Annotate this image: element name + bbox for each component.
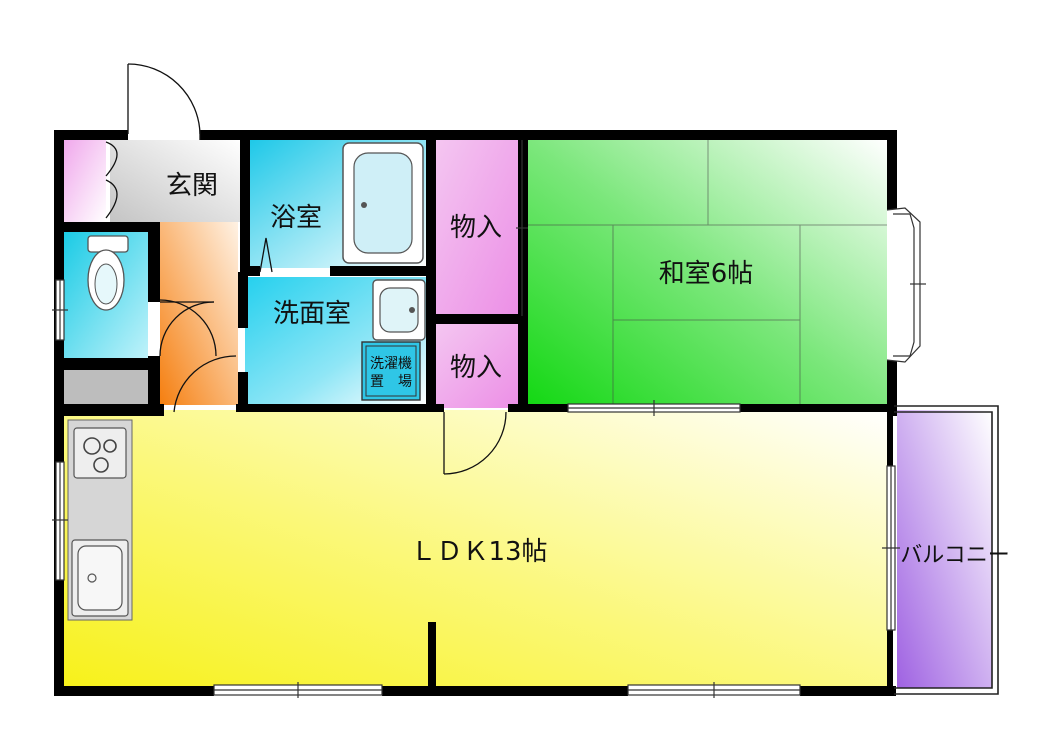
genkan-floor <box>110 140 241 222</box>
wash-basin-icon <box>372 279 426 341</box>
toilet-icon <box>87 235 129 311</box>
washroom-label: 洗面室 <box>273 299 351 329</box>
bath-label: 浴室 <box>270 203 322 233</box>
bathtub-icon <box>342 142 424 264</box>
stove-icon <box>73 427 127 479</box>
closet-top-label: 物入 <box>450 213 502 243</box>
storage-floor <box>64 370 148 408</box>
closet-top-floor <box>436 140 518 315</box>
balcony-label: バルコニー <box>900 543 1010 568</box>
washitsu-label: 和室6帖 <box>659 259 754 289</box>
hall-floor <box>160 222 238 405</box>
balcony-railing <box>894 405 999 695</box>
genkan-label: 玄関 <box>166 171 218 201</box>
shoe-closet <box>64 140 106 222</box>
tatami-lines <box>527 140 887 408</box>
walls <box>54 130 897 696</box>
washitsu-floor <box>527 140 887 408</box>
doors <box>105 63 507 475</box>
washer-label-line1: 洗濯機 <box>370 356 412 372</box>
washer-space <box>361 341 421 401</box>
ldk-floor <box>64 410 890 686</box>
sink-icon <box>71 539 129 617</box>
washer-label-line2: 置 場 <box>370 374 412 390</box>
ldk-label: ＬＤＫ13帖 <box>410 537 547 567</box>
closet-bottom-floor <box>436 323 518 408</box>
closet-bottom-label: 物入 <box>450 353 502 383</box>
windows <box>52 140 926 698</box>
balcony-floor <box>897 410 992 688</box>
